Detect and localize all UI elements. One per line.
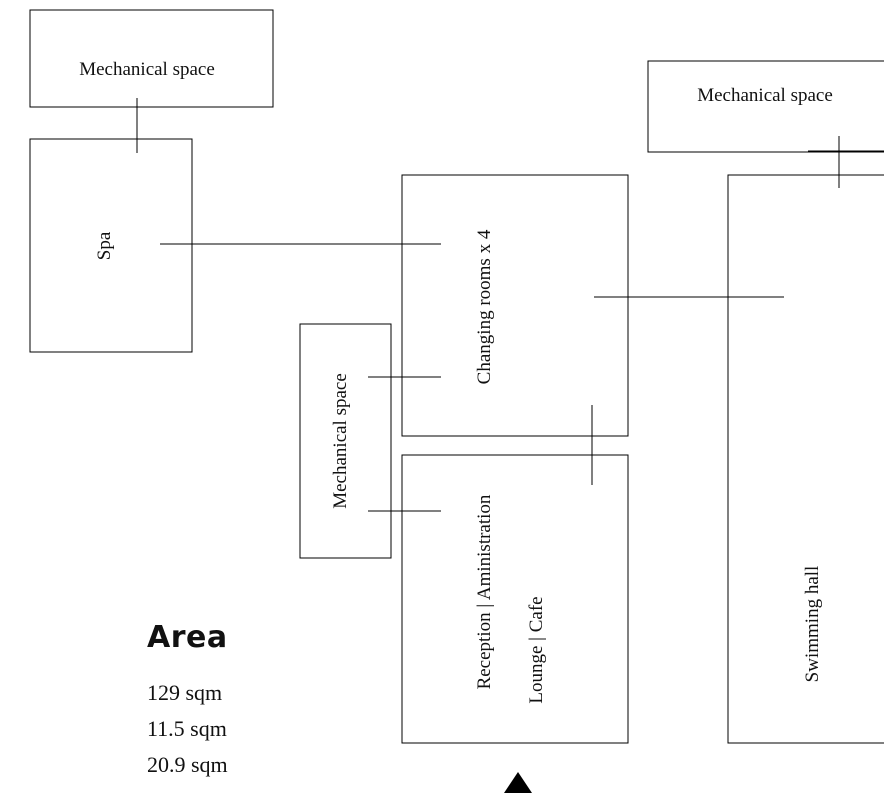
room-changing: Changing rooms x 4 [401,174,629,437]
room-swimming-hall: Swimming hall [727,174,884,744]
area-value-mech: 11.5 sqm [147,716,227,741]
area-value-other: 20.9 sqm [147,752,228,777]
area-title: Area [147,620,228,655]
room-mech-top-right: Mechanical space [647,60,884,153]
room-mech-top-left: Mechanical space [29,9,274,108]
room-spa: Spa [29,138,193,353]
room-reception-label-line2: Lounge | Cafe [526,596,547,703]
room-reception: Reception | Aministration Lounge | Cafe [401,454,629,744]
room-mech-top-left-label: Mechanical space [79,59,215,80]
room-mech-middle: Mechanical space [299,323,392,559]
room-swimming-hall-label: Swimming hall [802,566,823,683]
area-panel: Area 129 sqm 11.5 sqm 20.9 sqm [147,620,347,783]
room-mech-middle-label: Mechanical space [330,373,351,509]
triangle-up-icon [504,772,532,793]
room-mech-top-right-label: Mechanical space [697,85,833,106]
room-reception-label-line1: Reception | Aministration [474,494,495,689]
room-spa-label: Spa [94,231,115,260]
room-changing-label: Changing rooms x 4 [474,229,495,384]
area-value-spa: 129 sqm [147,680,223,705]
